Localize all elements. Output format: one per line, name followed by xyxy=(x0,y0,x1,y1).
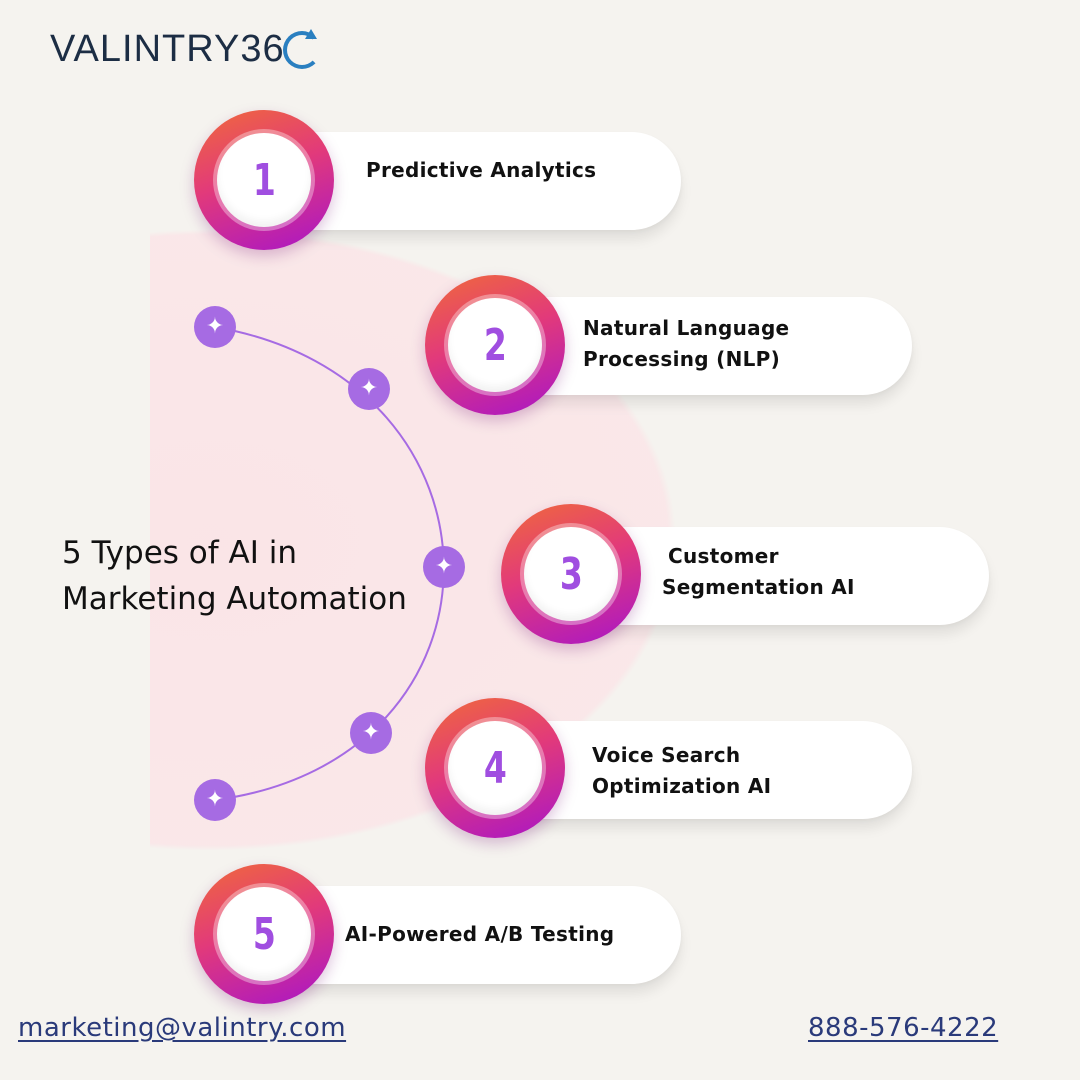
logo-circle-icon xyxy=(282,28,321,69)
headline: 5 Types of AI in Marketing Automation xyxy=(62,530,442,622)
item-label-1: Predictive Analytics xyxy=(366,158,597,182)
headline-line-2: Marketing Automation xyxy=(62,581,407,617)
headline-line-1: 5 Types of AI in xyxy=(62,535,297,571)
sparkle-icon: ✦ xyxy=(423,546,465,588)
item-number-1: 1 xyxy=(252,154,276,206)
item-label-3: Customer Segmentation AI xyxy=(662,544,855,599)
item-badge-1: 1 xyxy=(194,110,334,250)
sparkle-icon: ✦ xyxy=(194,306,236,348)
item-badge-2: 2 xyxy=(425,275,565,415)
item-number-5: 5 xyxy=(252,908,276,960)
sparkle-icon: ✦ xyxy=(348,368,390,410)
logo-text: VALINTRY36 xyxy=(50,28,285,70)
item-number-4: 4 xyxy=(483,742,507,794)
item-label-4: Voice Search Optimization AI xyxy=(592,743,772,798)
item-badge-3: 3 xyxy=(501,504,641,644)
item-number-2: 2 xyxy=(483,319,507,371)
item-number-3: 3 xyxy=(559,548,583,600)
phone-link[interactable]: 888-576-4222 xyxy=(808,1013,999,1043)
sparkle-icon: ✦ xyxy=(350,712,392,754)
item-label-5: AI-Powered A/B Testing xyxy=(345,922,615,946)
sparkle-icon: ✦ xyxy=(194,779,236,821)
email-link[interactable]: marketing@valintry.com xyxy=(18,1013,347,1043)
brand-logo: VALINTRY36 xyxy=(50,28,321,71)
item-badge-5: 5 xyxy=(194,864,334,1004)
item-badge-4: 4 xyxy=(425,698,565,838)
item-label-2: Natural Language Processing (NLP) xyxy=(583,316,790,371)
